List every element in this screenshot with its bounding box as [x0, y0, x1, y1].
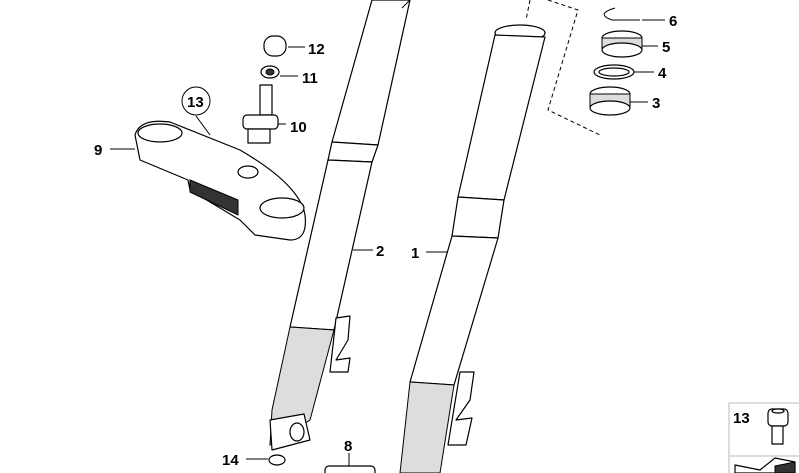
axle-8 — [324, 465, 376, 473]
label-3: 3 — [652, 95, 660, 112]
label-5: 5 — [662, 39, 670, 56]
label-2: 2 — [376, 243, 384, 260]
label-1: 1 — [411, 245, 419, 262]
bearing-parts — [589, 7, 643, 116]
label-14: 14 — [222, 452, 239, 469]
callout-circle-13 — [181, 86, 211, 116]
wedge-icon — [734, 457, 796, 473]
steering-stem-parts — [242, 35, 287, 144]
label-12: 12 — [308, 41, 325, 58]
triple-clamp — [134, 120, 307, 241]
hex-socket-bolt-icon — [767, 408, 789, 445]
label-6: 6 — [669, 13, 677, 30]
label-10: 10 — [290, 119, 307, 136]
legend-number-13: 13 — [733, 410, 750, 427]
label-9: 9 — [94, 142, 102, 159]
o-ring-14 — [268, 454, 286, 466]
fork-tube-left — [269, 0, 411, 451]
label-11: 11 — [302, 70, 318, 87]
label-8: 8 — [344, 438, 352, 455]
legend-box: 13 — [728, 402, 799, 473]
label-13-circled: 13 — [187, 94, 204, 111]
label-4: 4 — [658, 65, 667, 82]
fork-tube-right — [399, 24, 546, 473]
